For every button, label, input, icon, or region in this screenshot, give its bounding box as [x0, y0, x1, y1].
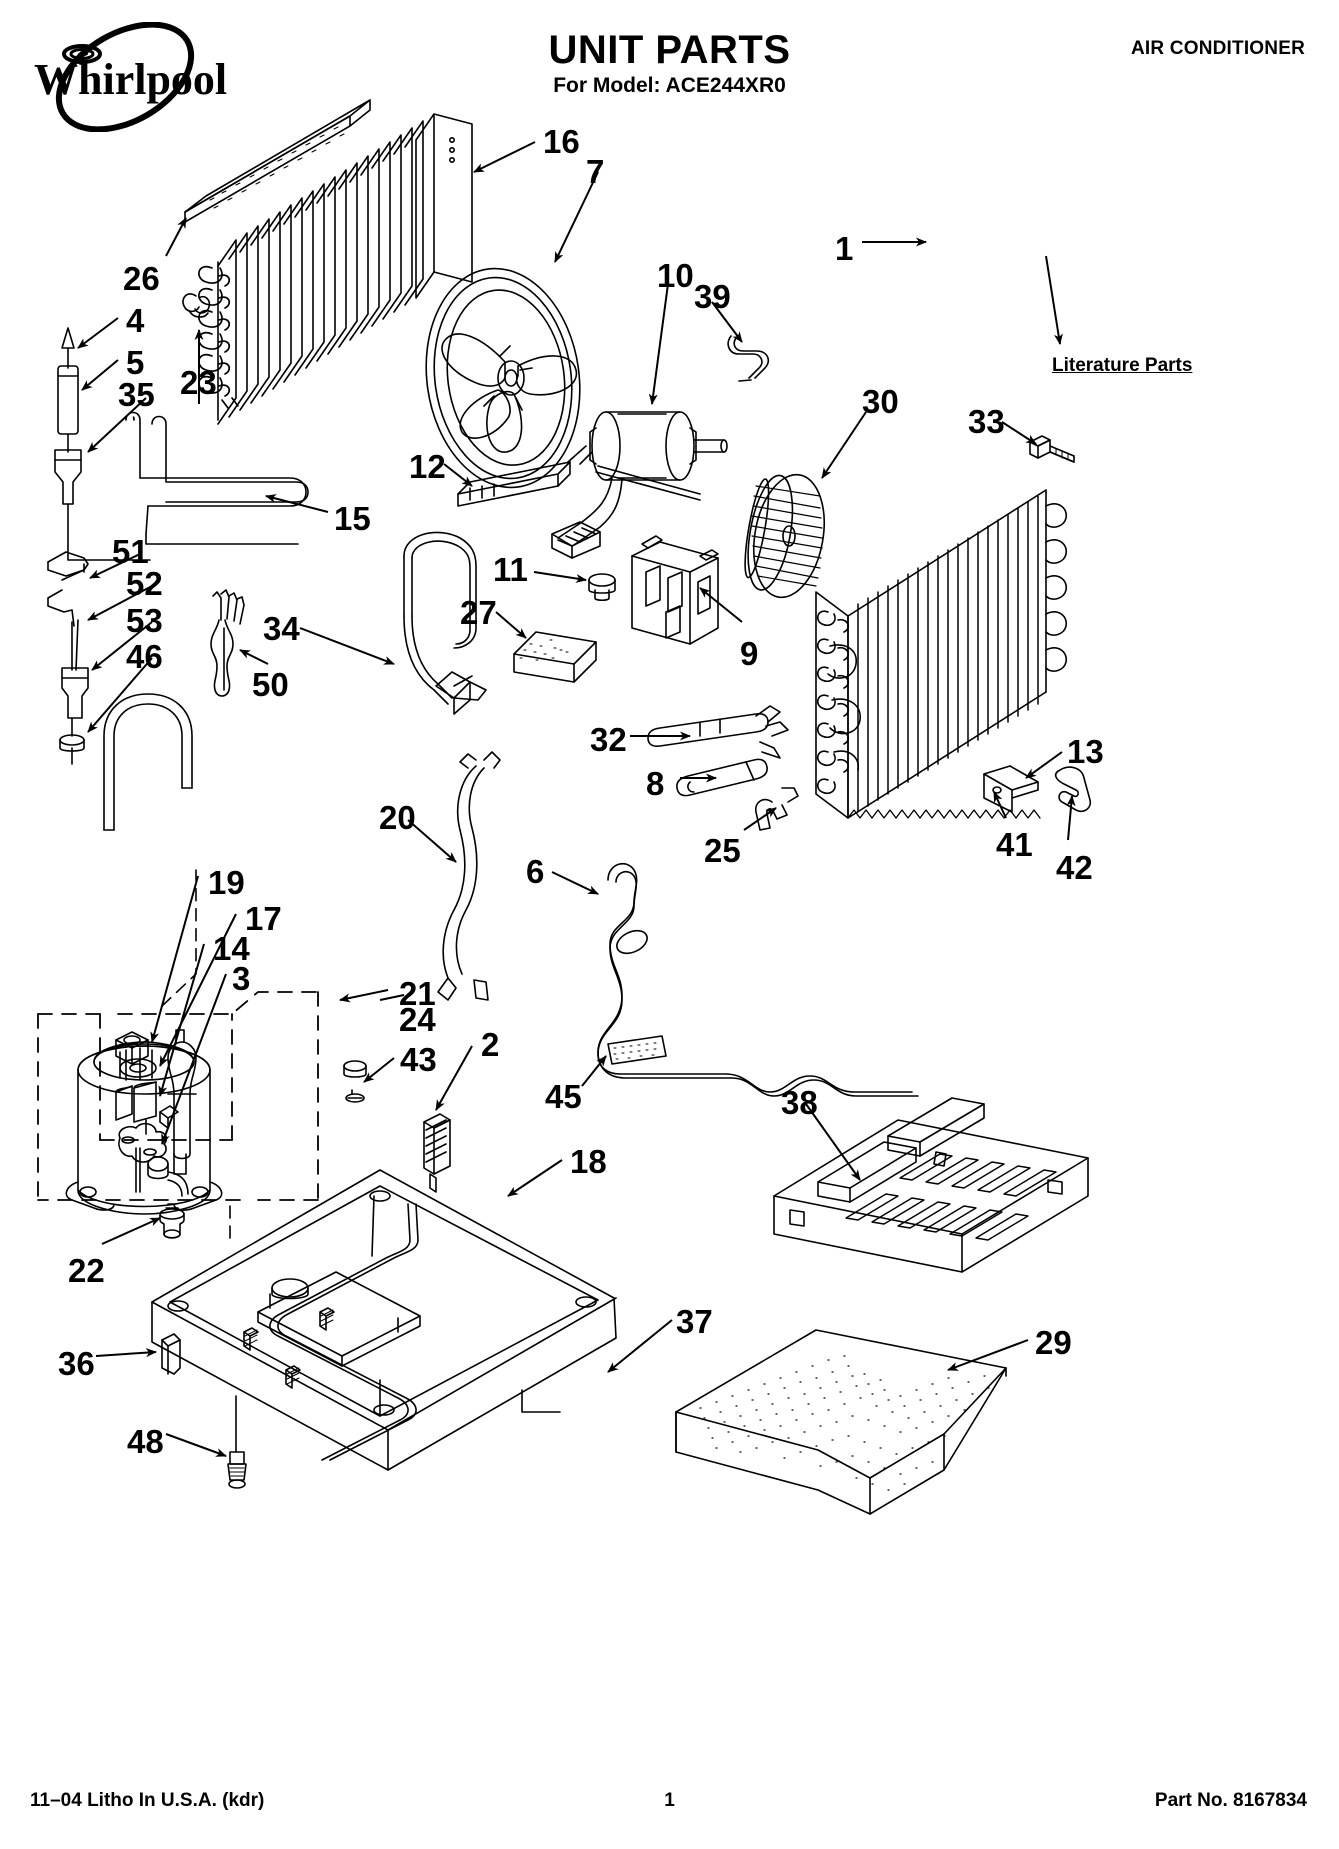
callout-15: 15	[334, 500, 371, 537]
footer-page-number: 1	[664, 1790, 675, 1811]
callout-41: 41	[996, 826, 1033, 863]
callout-20: 20	[379, 799, 416, 836]
callout-37: 37	[676, 1303, 713, 1340]
callout-23: 23	[180, 364, 217, 401]
callout-3: 3	[232, 960, 251, 997]
callout-50: 50	[252, 666, 289, 703]
callout-5: 5	[126, 344, 145, 381]
model-subtitle: For Model: ACE244XR0	[553, 74, 786, 97]
callout-43: 43	[400, 1041, 437, 1078]
callout-8: 8	[646, 765, 665, 802]
callout-34: 34	[263, 610, 300, 647]
callout-13: 13	[1067, 733, 1104, 770]
callout-53: 53	[126, 602, 163, 639]
footer-litho-text: 11–04 Litho In U.S.A. (kdr)	[30, 1790, 265, 1811]
literature-parts-label: Literature Parts	[1052, 355, 1193, 376]
callout-1: 1	[835, 230, 854, 267]
callout-6: 6	[526, 853, 545, 890]
callout-11: 11	[493, 551, 528, 588]
svg-text:Whirlpool: Whirlpool	[34, 55, 227, 104]
callout-45: 45	[545, 1078, 582, 1115]
callout-27: 27	[460, 594, 497, 631]
callout-26: 26	[123, 260, 160, 297]
callout-12: 12	[409, 448, 446, 485]
appliance-type: AIR CONDITIONER	[1131, 38, 1305, 59]
callout-51: 51	[112, 533, 149, 570]
callout-4: 4	[126, 302, 145, 339]
callout-14: 14	[213, 930, 250, 967]
callout-21: 21	[399, 975, 436, 1012]
callout-35: 35	[118, 376, 155, 413]
footer-part-number: Part No. 8167834	[1154, 1790, 1307, 1811]
callout-42: 42	[1056, 849, 1093, 886]
callout-38: 38	[781, 1084, 818, 1121]
callout-2: 2	[481, 1026, 500, 1063]
callout-32: 32	[590, 721, 627, 758]
callout-7: 7	[586, 153, 605, 190]
callout-25: 25	[704, 832, 741, 869]
callout-30: 30	[862, 383, 899, 420]
callout-19: 19	[208, 864, 245, 901]
callout-18: 18	[570, 1143, 607, 1180]
callout-9: 9	[740, 635, 759, 672]
callout-16: 16	[543, 123, 580, 160]
callout-22: 22	[68, 1252, 105, 1289]
callout-36: 36	[58, 1345, 95, 1382]
callout-46: 46	[126, 638, 163, 675]
callout-39: 39	[694, 278, 731, 315]
whirlpool-logo: Whirlpool	[22, 21, 252, 133]
page-footer: 11–04 Litho In U.S.A. (kdr) 1 Part No. 8…	[0, 1790, 1339, 1820]
callout-24: 24	[399, 1001, 436, 1038]
callout-48: 48	[127, 1423, 164, 1460]
callout-17: 17	[245, 900, 282, 937]
callout-52: 52	[126, 565, 163, 602]
callout-29: 29	[1035, 1324, 1072, 1361]
callout-10: 10	[657, 257, 694, 294]
page-title: UNIT PARTS	[548, 28, 791, 72]
callout-33: 33	[968, 403, 1005, 440]
